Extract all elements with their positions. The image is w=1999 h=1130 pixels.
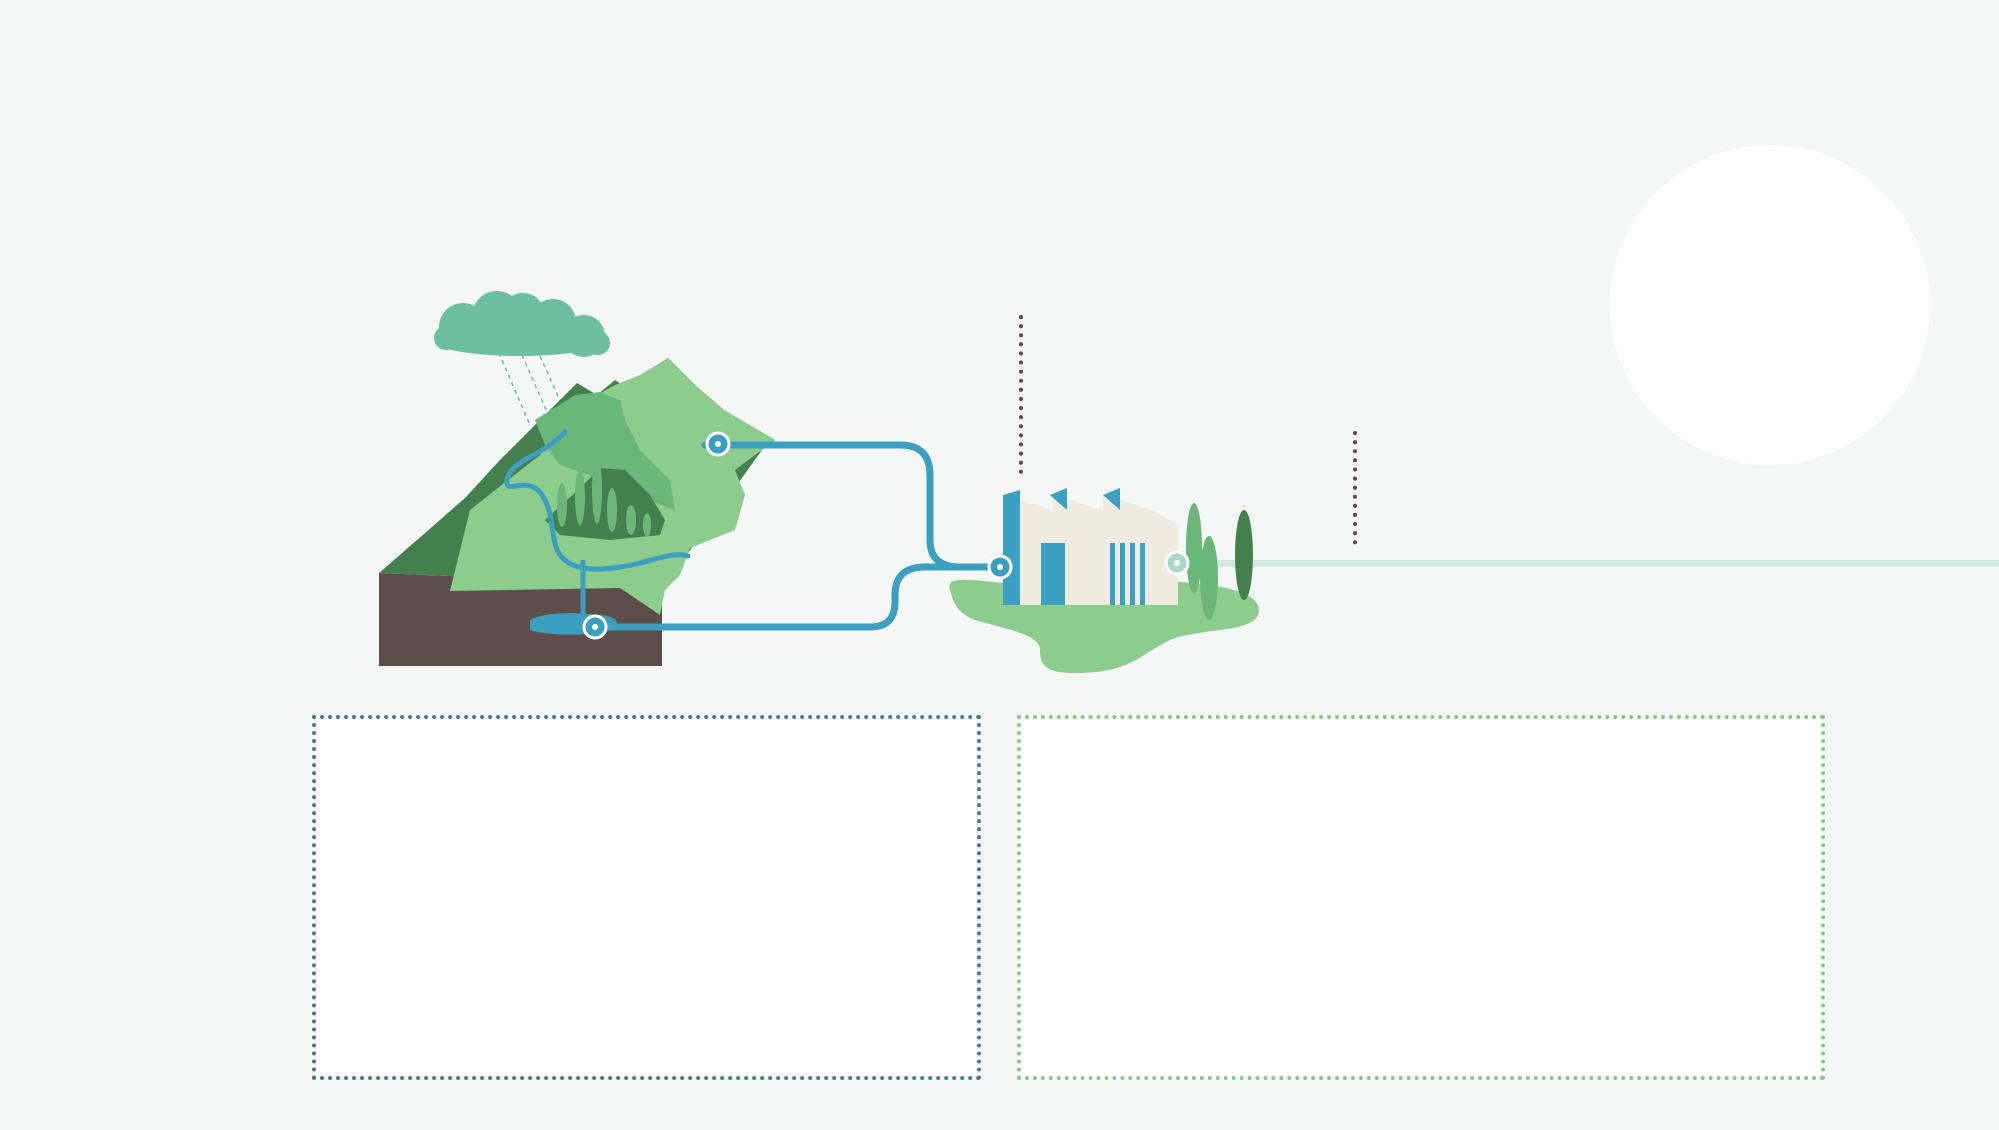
mountain-landscape: [379, 358, 775, 666]
sun-icon: [1610, 145, 1930, 465]
water-source-info-box: [312, 715, 981, 1080]
pipe-node-groundwater: [582, 614, 608, 640]
factory-info-box: [1017, 715, 1825, 1080]
pipe-node-factory-inlet: [987, 554, 1013, 580]
pipe-node-mountain: [705, 431, 731, 457]
trees: [557, 456, 651, 537]
lower-pipe: [591, 563, 1004, 631]
factory-trees: [1186, 503, 1253, 620]
factory-island: [949, 488, 1259, 674]
pipes: [591, 441, 1004, 631]
outflow-stream: [1178, 560, 1999, 567]
rain-cloud-icon: [434, 291, 610, 426]
soil-layer: [379, 573, 662, 666]
factory-icon: [1003, 488, 1178, 605]
pipe-node-factory-outlet: [1164, 550, 1190, 576]
river: [504, 429, 691, 572]
mountain-mid: [535, 392, 675, 510]
